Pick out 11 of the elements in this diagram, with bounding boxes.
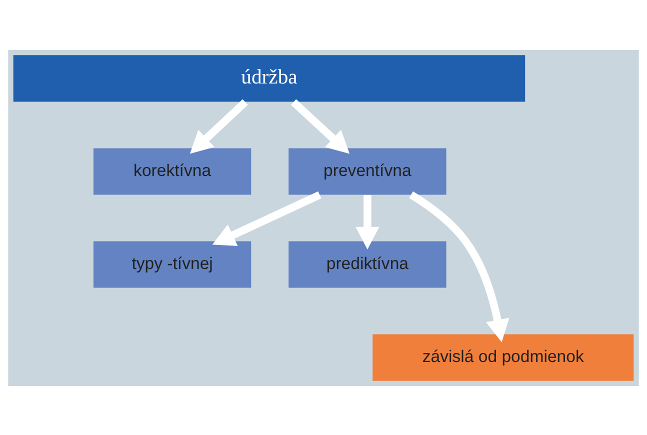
node-box: korektívna [93,148,252,194]
node-box: typy -tívnej [93,240,252,288]
node-box: prediktívna [288,240,446,288]
arrow [356,194,380,249]
arrow [409,190,510,342]
node-box: závislá od podmienok [372,334,634,380]
node-box: preventívna [288,148,446,194]
arrow [212,190,322,246]
node-box: údržba [13,54,526,102]
arrow [190,98,248,154]
arrow [290,98,350,154]
